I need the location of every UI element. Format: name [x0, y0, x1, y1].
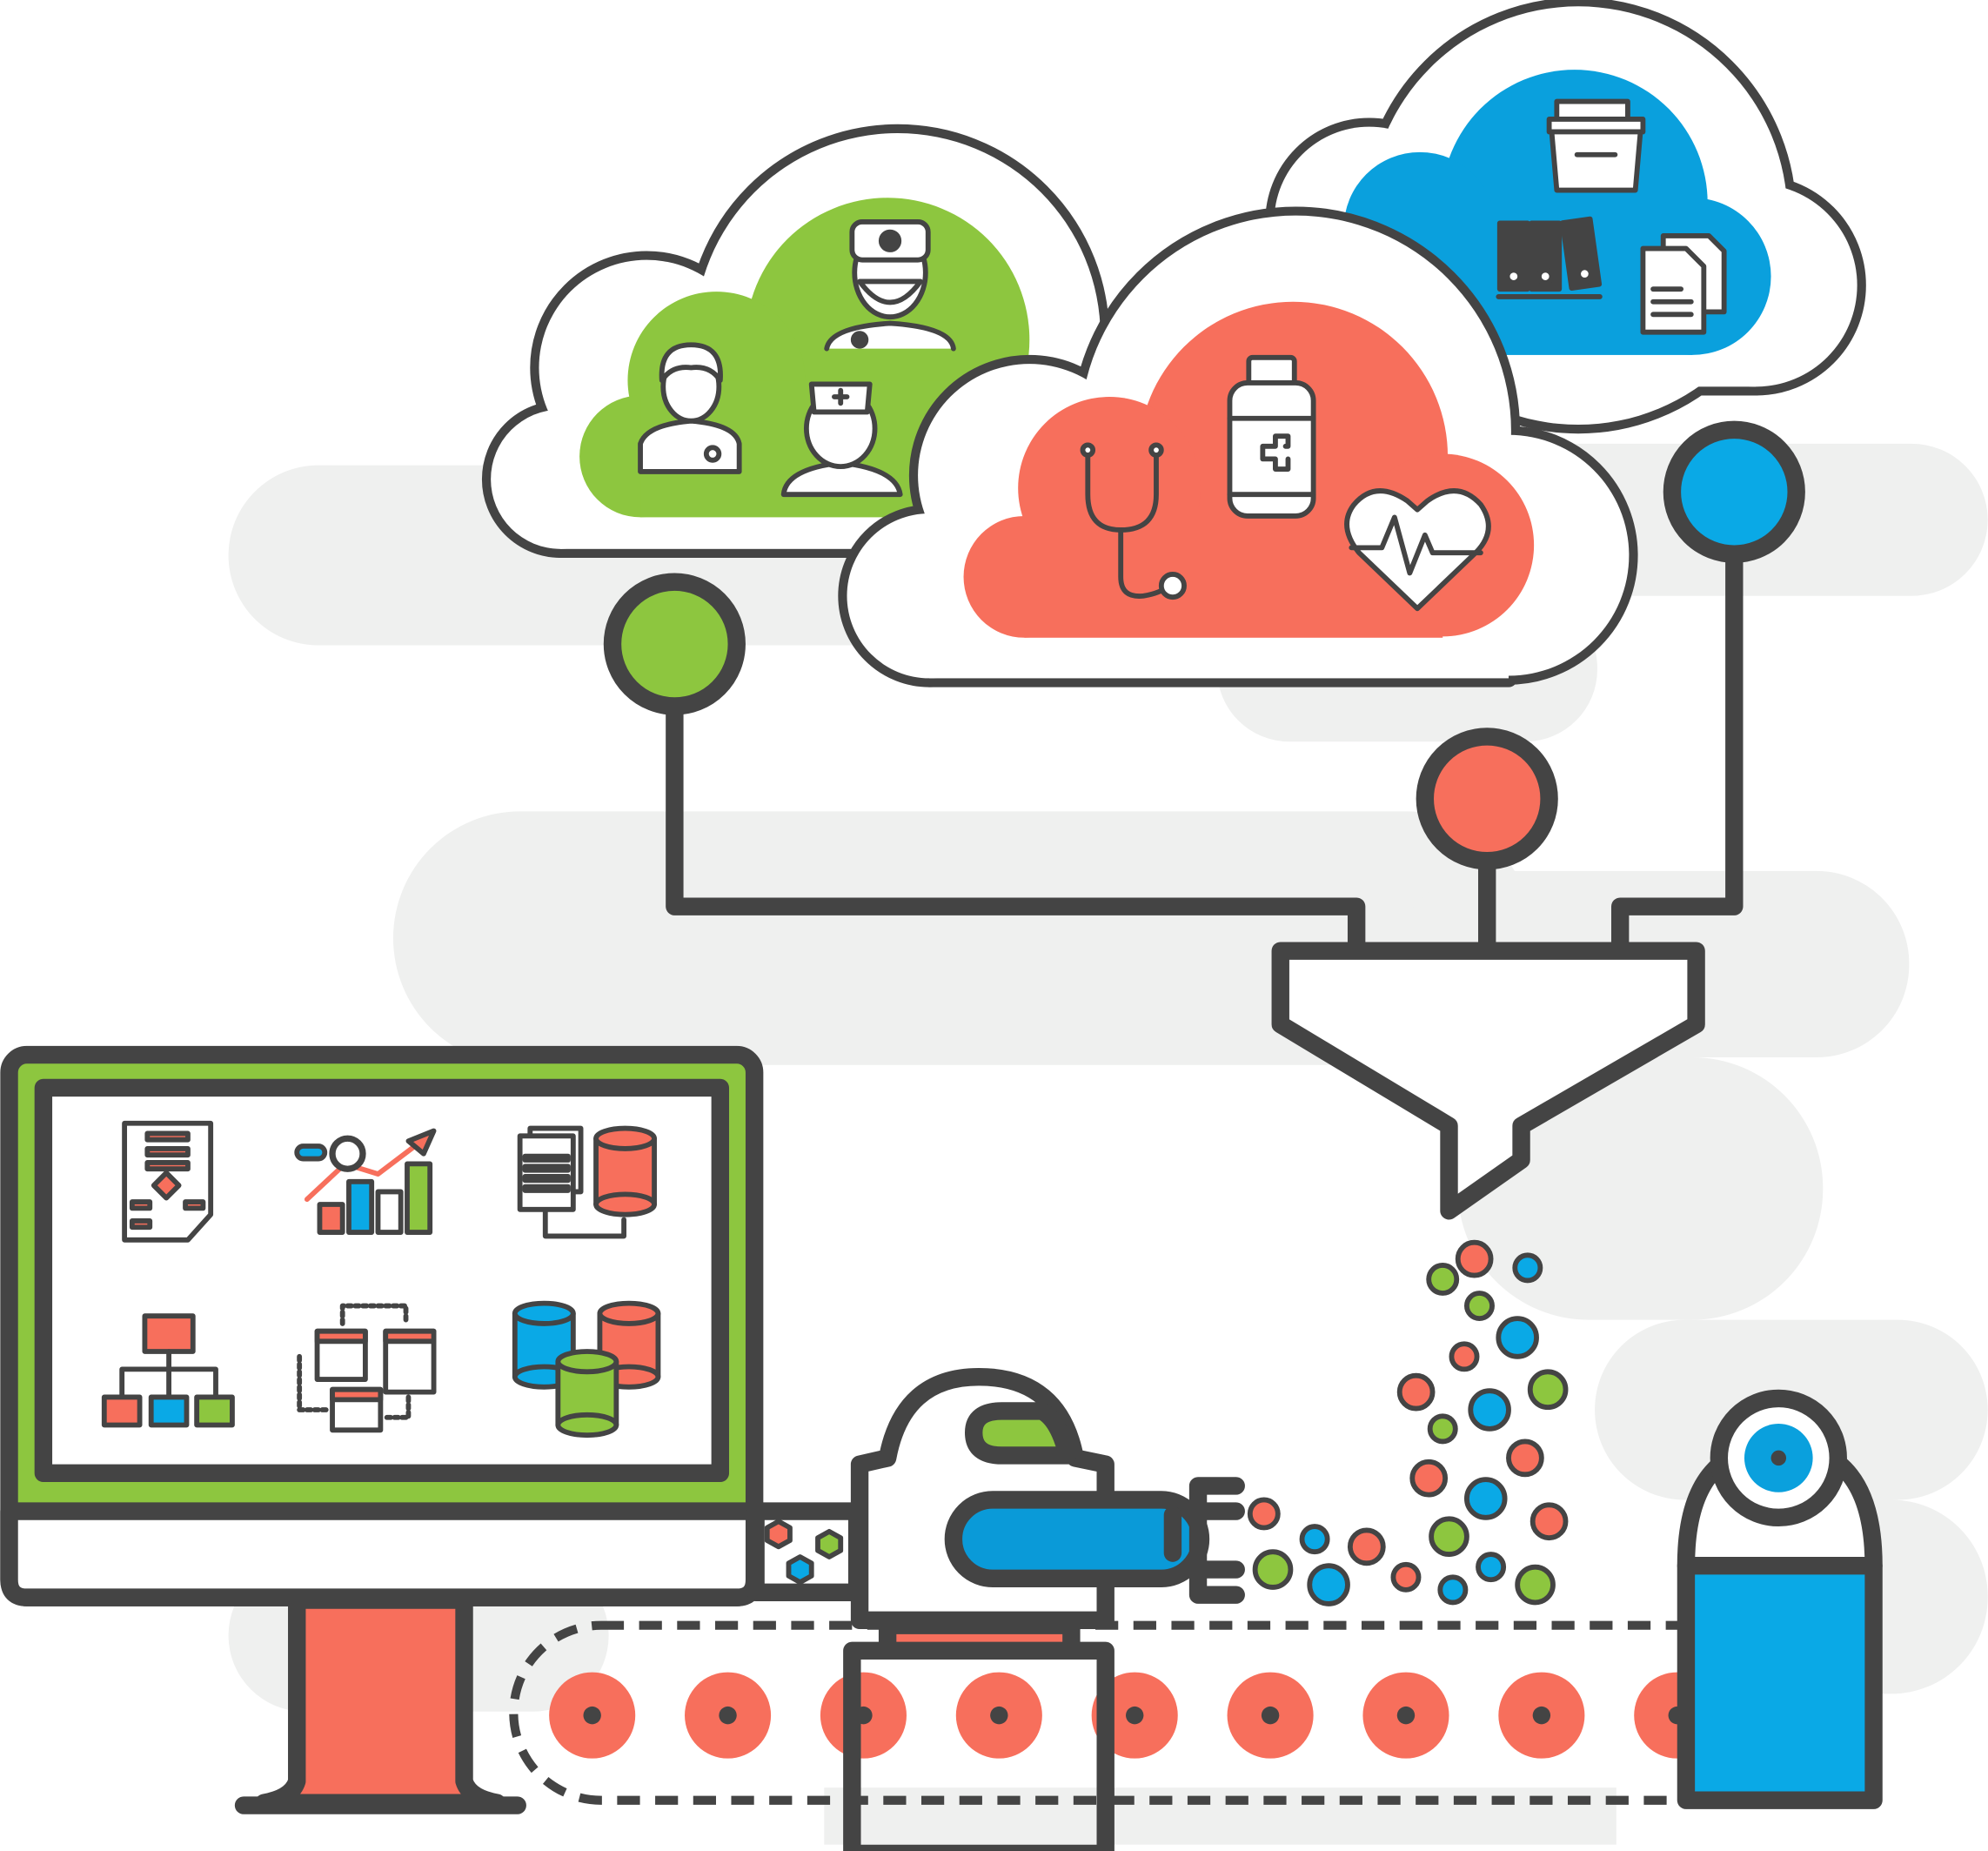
- data-particle: [1515, 1564, 1556, 1606]
- binders-icon: [1496, 216, 1603, 299]
- doctor-icon: [638, 342, 742, 474]
- documents-icon: [1640, 233, 1727, 335]
- data-particle: [1390, 1561, 1422, 1593]
- table-sync-icon: [297, 1303, 437, 1433]
- data-particle: [1496, 1316, 1539, 1359]
- data-particle: [1506, 1439, 1544, 1478]
- robot-arm: [843, 1367, 1245, 1851]
- roller-axle: [990, 1706, 1008, 1725]
- data-particle: [1409, 1459, 1449, 1498]
- nurse-icon: [780, 381, 903, 498]
- data-particle: [1347, 1527, 1386, 1566]
- connector-lines: [666, 546, 1744, 960]
- data-particle: [1512, 1252, 1543, 1284]
- red-node: [1416, 728, 1558, 870]
- data-particle: [1455, 1239, 1494, 1278]
- flowchart-icon: [122, 1120, 214, 1243]
- roller-axle: [1396, 1706, 1416, 1725]
- surgeon-icon: [824, 219, 956, 352]
- data-particle: [1396, 1372, 1436, 1412]
- data-particle: [1426, 1263, 1460, 1296]
- data-particle: [1463, 1477, 1508, 1520]
- red-cloud: [838, 206, 1638, 687]
- hexagon-feed: [746, 1502, 867, 1602]
- data-particle: [1437, 1574, 1469, 1606]
- scanner-robot: [1677, 1389, 1883, 1809]
- monitor: [0, 1045, 764, 1814]
- green-cloud: [481, 124, 1110, 559]
- data-particle: [1463, 1291, 1495, 1322]
- robot-visor: [964, 1402, 1077, 1465]
- stethoscope-icon: [1080, 442, 1187, 600]
- robot-arm-extension: [944, 1491, 1210, 1587]
- roller-axle: [1532, 1706, 1551, 1725]
- roller-axle: [583, 1706, 601, 1725]
- roller-axle: [1261, 1706, 1280, 1725]
- heart-rate-icon: [1344, 488, 1491, 612]
- data-particle: [1449, 1341, 1480, 1372]
- data-particle: [1247, 1497, 1281, 1531]
- data-particles: [1247, 1239, 1569, 1606]
- analytics-chart-icon: [294, 1128, 437, 1235]
- conveyor-belt: [509, 1620, 1792, 1805]
- data-particle: [1299, 1524, 1330, 1555]
- database-cluster-icon: [512, 1300, 661, 1439]
- data-particle: [1427, 1413, 1458, 1445]
- data-particle: [1307, 1563, 1350, 1606]
- green-node: [603, 573, 746, 715]
- documents-to-database-icon: [517, 1125, 657, 1239]
- blue-node: [1663, 420, 1805, 563]
- data-particle: [1529, 1502, 1569, 1541]
- roller-axle: [1126, 1706, 1144, 1725]
- data-particle: [1468, 1388, 1511, 1432]
- data-particle: [1476, 1552, 1507, 1583]
- medicine-bottle-icon: [1227, 354, 1316, 519]
- roller-axle: [719, 1706, 737, 1725]
- data-particle: [1252, 1549, 1294, 1590]
- funnel: [1271, 942, 1705, 1220]
- data-particle: [1429, 1516, 1469, 1558]
- folder-hierarchy-icon: [101, 1313, 235, 1428]
- file-box-icon: [1546, 98, 1646, 193]
- data-particle: [1527, 1369, 1569, 1411]
- monitor-stand: [255, 1591, 506, 1812]
